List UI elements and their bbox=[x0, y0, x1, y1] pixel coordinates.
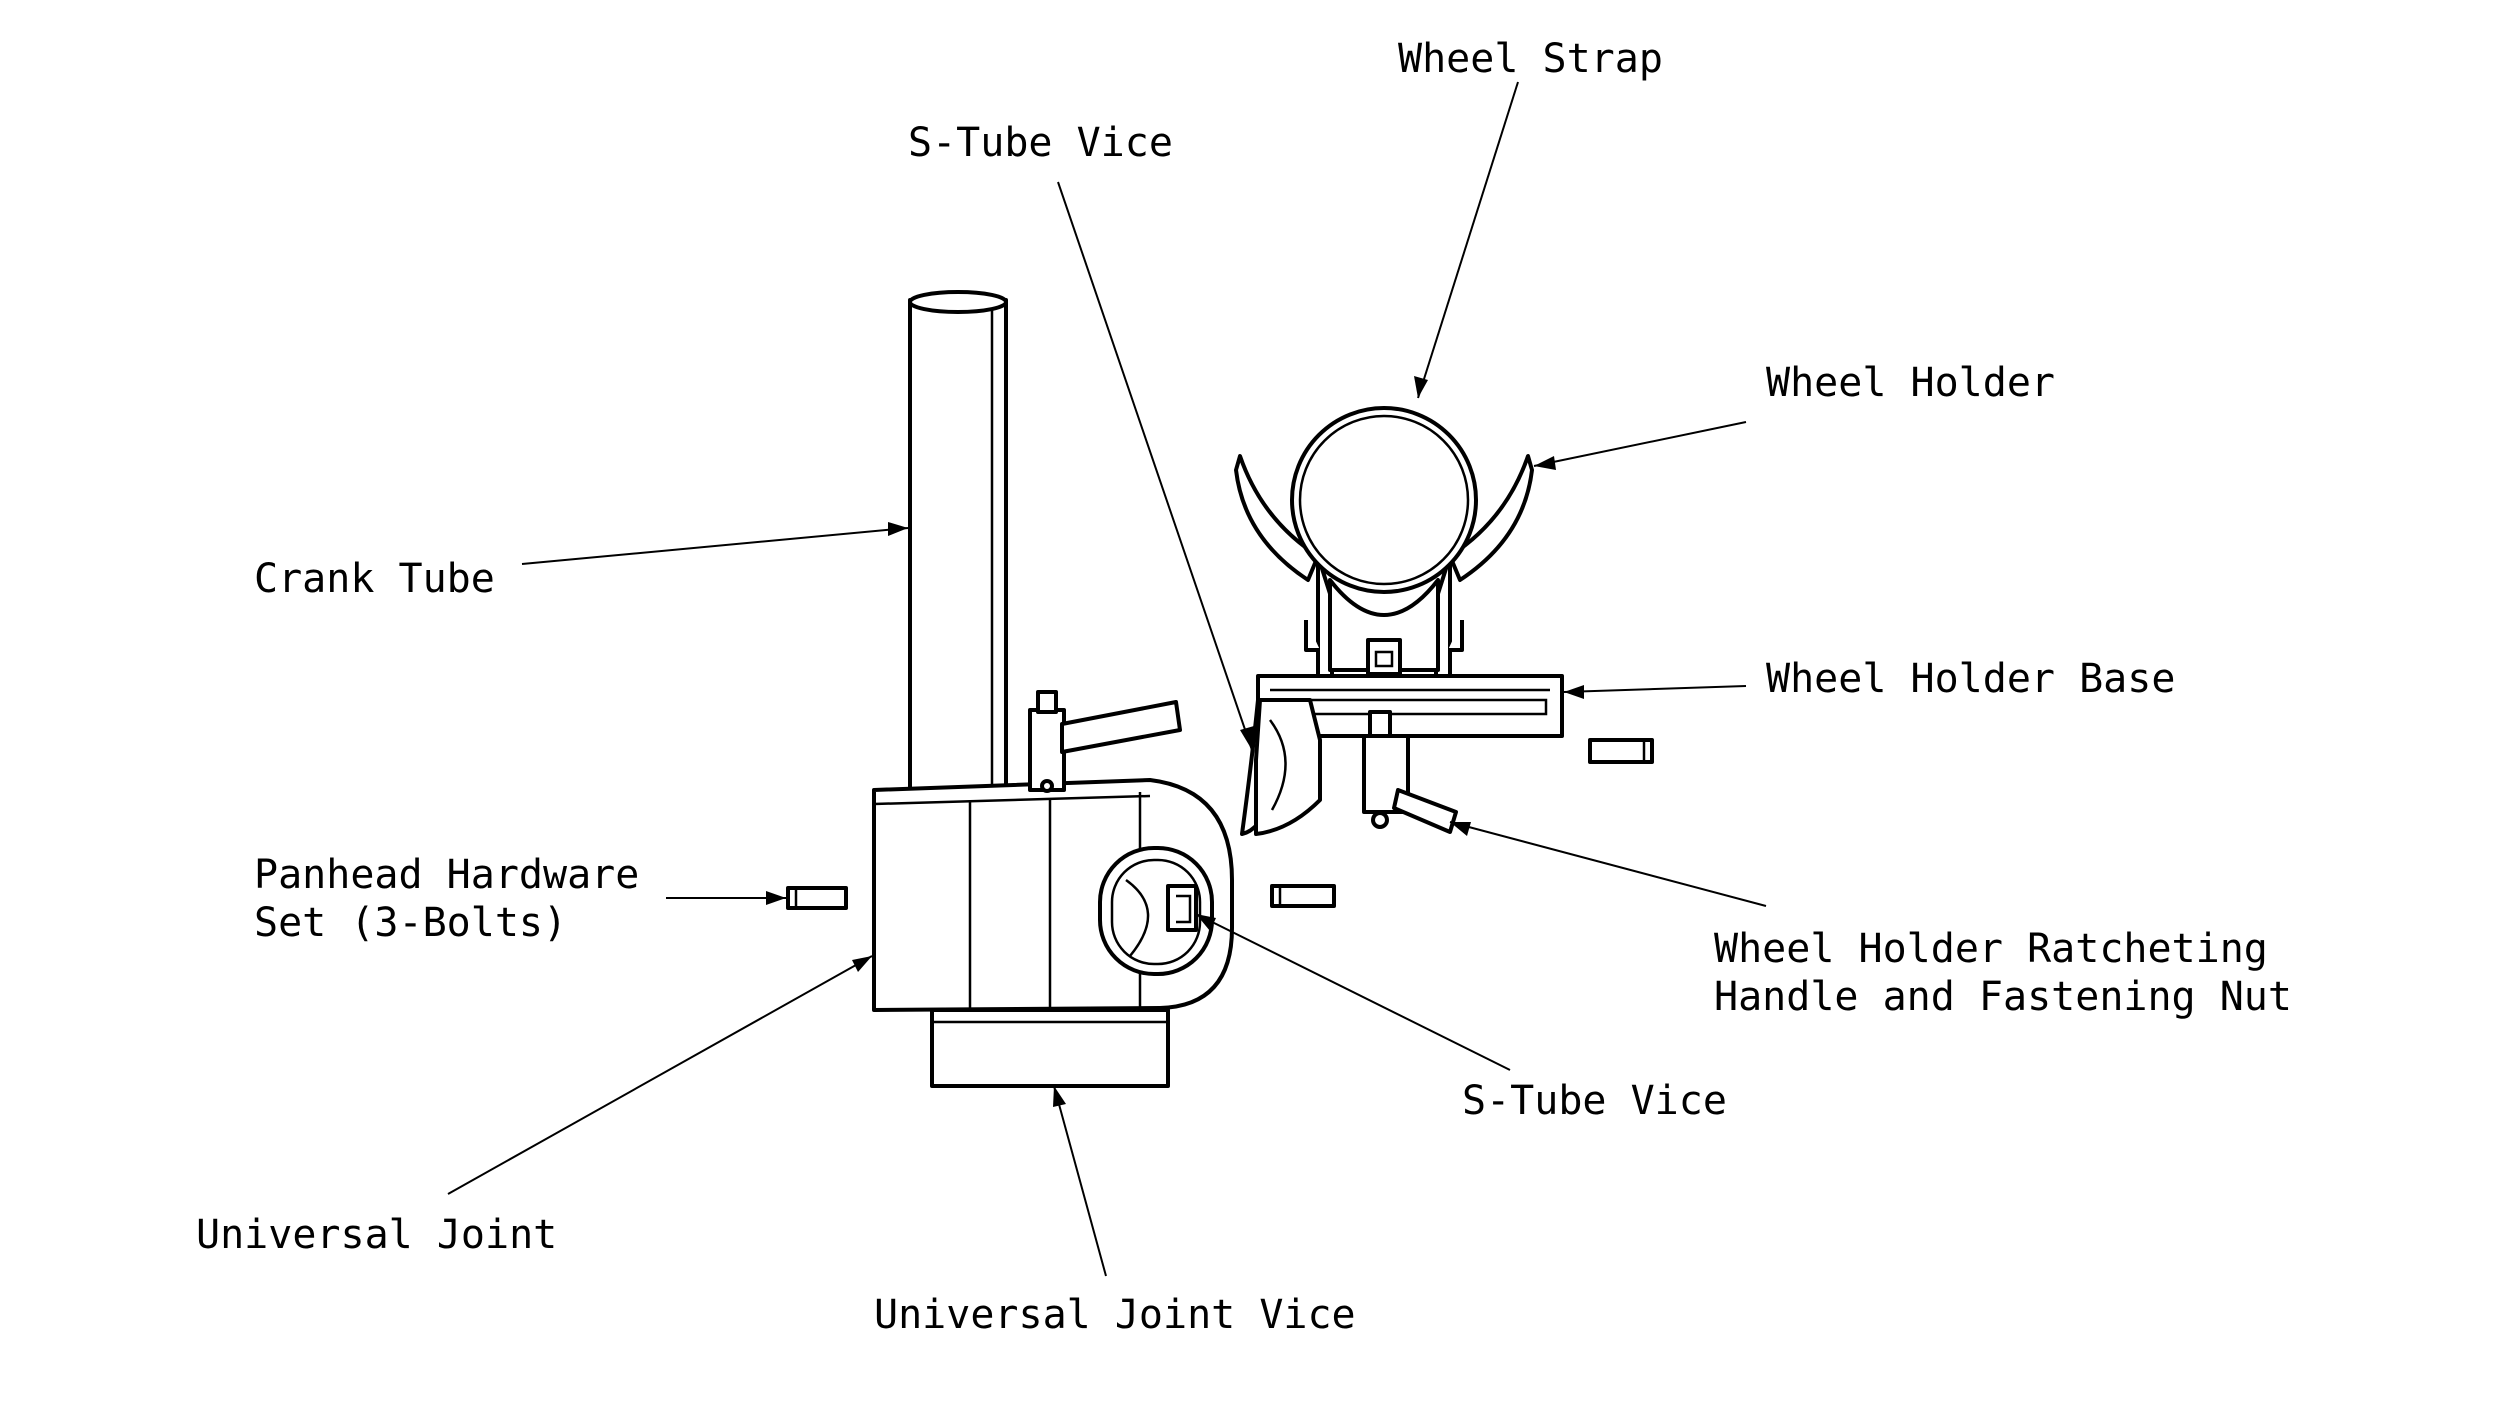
label-ratcheting-handle-line2: Handle and Fastening Nut bbox=[1714, 974, 2292, 1020]
label-wheel-strap: Wheel Strap bbox=[1398, 36, 1663, 82]
panhead-bolt-right bbox=[1588, 738, 1654, 764]
wheel-strap bbox=[1290, 406, 1478, 676]
wheel-holder-base bbox=[1240, 674, 1564, 836]
leader-s-tube-vice-top bbox=[1057, 181, 1254, 751]
leader-panhead-hardware bbox=[666, 891, 786, 905]
label-panhead-hardware-line2: Set (3-Bolts) bbox=[254, 900, 567, 946]
panhead-bolt-left bbox=[786, 886, 848, 910]
label-wheel-holder: Wheel Holder bbox=[1766, 360, 2055, 406]
leader-crank-tube bbox=[521, 522, 909, 565]
label-panhead-hardware-line1: Panhead Hardware bbox=[254, 852, 639, 898]
label-crank-tube: Crank Tube bbox=[254, 556, 495, 602]
wheel-holder-ratcheting-handle bbox=[1362, 734, 1458, 834]
leader-universal-joint-vice bbox=[1053, 1085, 1107, 1277]
label-s-tube-vice-bottom: S-Tube Vice bbox=[1462, 1078, 1727, 1124]
leader-wheel-strap bbox=[1414, 81, 1519, 399]
leader-wheel-holder-base bbox=[1563, 685, 1747, 699]
universal-joint bbox=[872, 778, 1234, 1012]
label-wheel-holder-base: Wheel Holder Base bbox=[1766, 656, 2175, 702]
crank-tube bbox=[908, 290, 1008, 802]
leader-s-tube-vice-bottom bbox=[1195, 913, 1511, 1071]
label-universal-joint-vice: Universal Joint Vice bbox=[874, 1292, 1356, 1338]
label-universal-joint: Universal Joint bbox=[196, 1212, 557, 1258]
label-ratcheting-handle-line1: Wheel Holder Ratcheting bbox=[1714, 926, 2268, 972]
universal-joint-vice bbox=[930, 1008, 1170, 1088]
leader-ratcheting-handle bbox=[1449, 821, 1767, 907]
leader-universal-joint bbox=[447, 955, 873, 1195]
panhead-bolt-middle bbox=[1270, 884, 1336, 908]
crank-clamp-handle bbox=[1028, 690, 1182, 793]
label-s-tube-vice-top: S-Tube Vice bbox=[908, 120, 1173, 166]
leader-wheel-holder bbox=[1533, 421, 1747, 470]
